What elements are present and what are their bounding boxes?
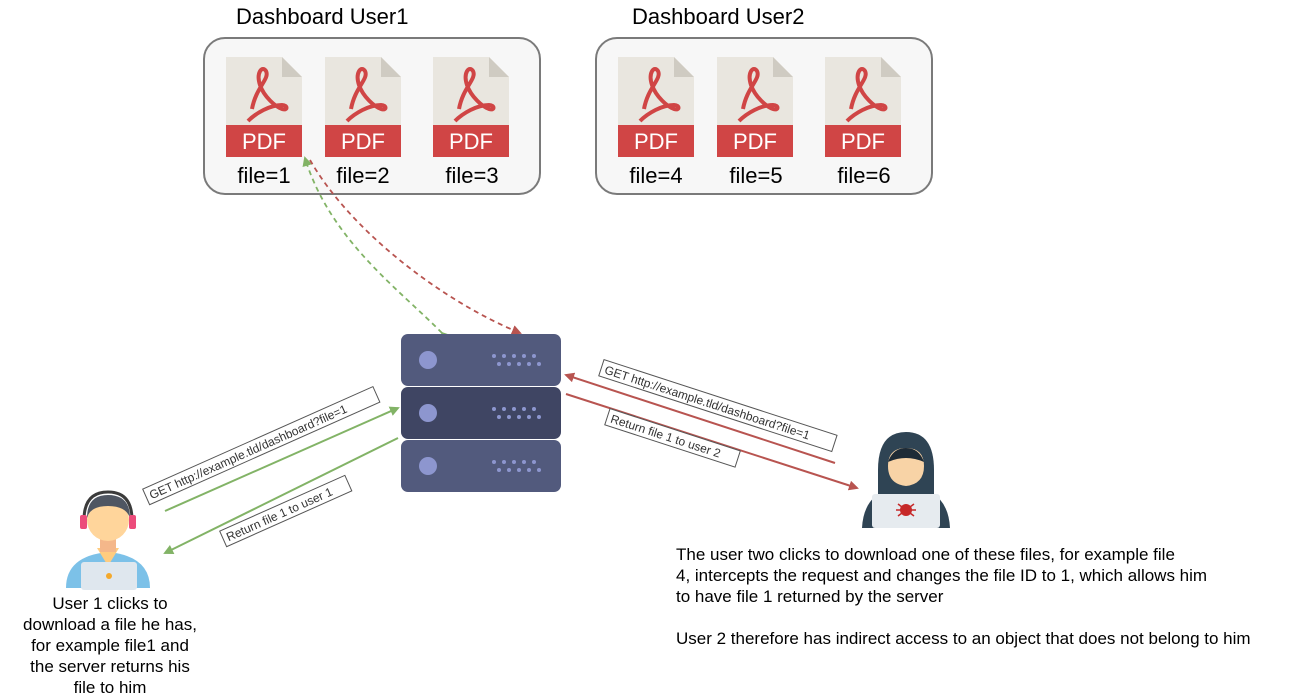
pdf-file-icon[interactable]: PDF <box>325 57 401 162</box>
user1-icon <box>66 490 150 590</box>
server-icon <box>401 334 561 492</box>
pdf-label: PDF <box>841 129 885 154</box>
pdf-file-icon[interactable]: PDF <box>618 57 694 162</box>
file-label-1: file=1 <box>237 163 291 188</box>
user1-note-line: the server returns his <box>30 657 190 676</box>
user1-return-arrow <box>163 437 399 554</box>
user1-note-line: for example file1 and <box>31 636 189 655</box>
dashed-green-arrow <box>302 156 452 343</box>
user2-return-label: Return file 1 to user 2 <box>604 408 741 468</box>
user1-return-label: Return file 1 to user 1 <box>219 474 353 548</box>
hacker-icon <box>862 432 950 528</box>
user1-note-line: file to him <box>73 678 147 697</box>
svg-text:Return file 1 to user 1: Return file 1 to user 1 <box>224 485 335 545</box>
user2-note-line: to have file 1 returned by the server <box>676 587 944 606</box>
pdf-file-icon[interactable]: PDF <box>717 57 793 162</box>
user1-note: User 1 clicks to download a file he has,… <box>0 593 220 698</box>
pdf-label: PDF <box>634 129 678 154</box>
user2-get-label: GET http://example.tld/dashboard?file=1 <box>598 359 838 453</box>
pdf-file-icon[interactable]: PDF <box>226 57 302 162</box>
pdf-label: PDF <box>242 129 286 154</box>
file-label-3: file=3 <box>445 163 499 188</box>
dashboard-user1-title: Dashboard User1 <box>236 4 409 29</box>
user2-note-line: User 2 therefore has indirect access to … <box>676 629 1251 648</box>
user1-request-arrow <box>164 406 400 512</box>
pdf-label: PDF <box>733 129 777 154</box>
file-label-4: file=4 <box>629 163 683 188</box>
dashed-red-arrow <box>309 159 522 335</box>
file-label-6: file=6 <box>837 163 891 188</box>
user2-note-line: The user two clicks to download one of t… <box>676 545 1175 564</box>
user2-note-line: 4, intercepts the request and changes th… <box>676 566 1208 585</box>
file-label-5: file=5 <box>729 163 783 188</box>
user1-note-line: User 1 clicks to <box>52 594 168 613</box>
user1-note-line: download a file he has, <box>23 615 197 634</box>
user2-request-arrow <box>564 372 836 464</box>
pdf-label: PDF <box>341 129 385 154</box>
svg-text:Return file 1 to user 2: Return file 1 to user 2 <box>609 412 723 461</box>
pdf-file-icon[interactable]: PDF <box>825 57 901 162</box>
user2-note: The user two clicks to download one of t… <box>676 544 1302 649</box>
dashboard-user2-title: Dashboard User2 <box>632 4 805 29</box>
pdf-label: PDF <box>449 129 493 154</box>
user2-note-line <box>676 607 1302 628</box>
pdf-file-icon[interactable]: PDF <box>433 57 509 162</box>
